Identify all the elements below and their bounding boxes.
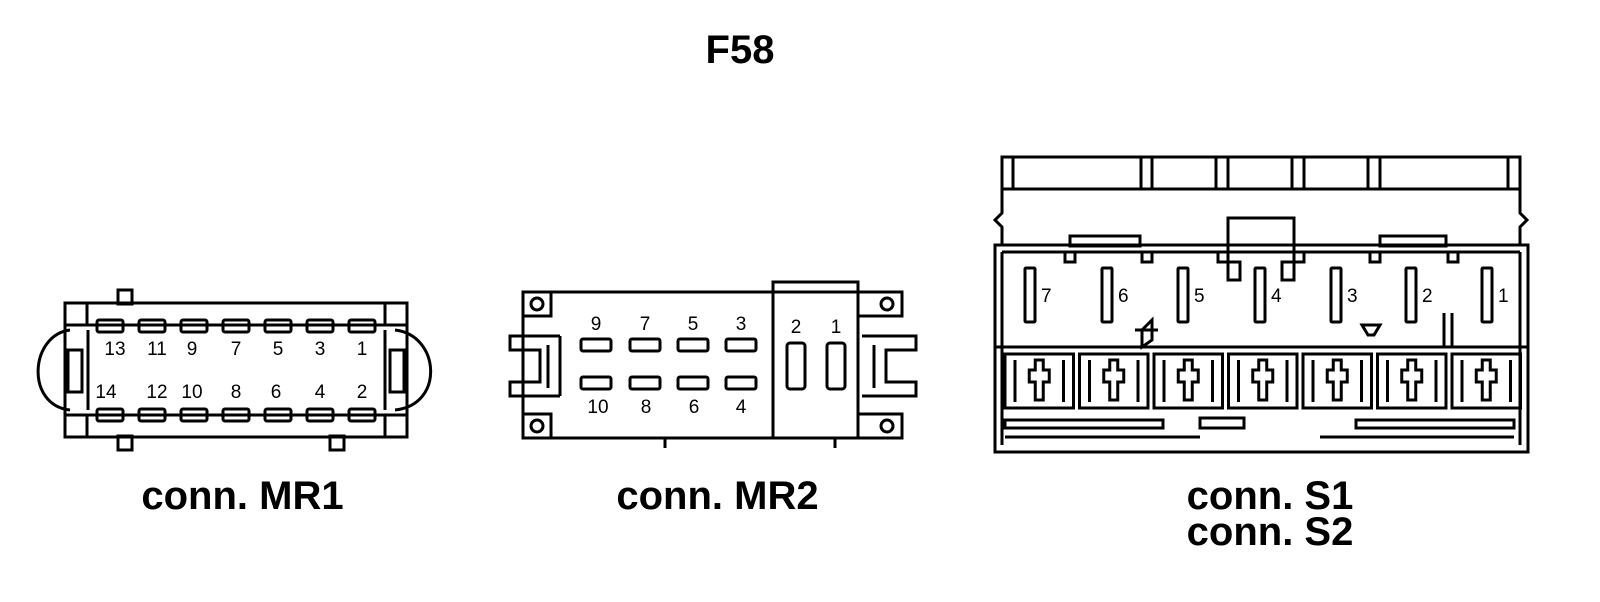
- terminal-cell: [1003, 352, 1075, 410]
- pin-label: 14: [95, 382, 117, 403]
- pin-label: 1: [357, 339, 368, 360]
- connector-mr2-caption: conn. MR2: [616, 474, 819, 518]
- pin-label: 7: [1041, 286, 1052, 307]
- pin-slot: [628, 337, 662, 353]
- pin-label: 5: [688, 314, 699, 335]
- connector-mr2-bottom-pin-labels: 10 8 6 4: [587, 397, 746, 418]
- connector-s-pin-labels: 7 6 5 4 3 2 1: [1041, 286, 1509, 307]
- pin-slot: [1480, 266, 1494, 324]
- pin-label: 1: [831, 317, 842, 338]
- pin-label: 6: [689, 397, 700, 418]
- connector-mr2-top-slots: [579, 337, 758, 353]
- pin-label: 5: [1194, 286, 1205, 307]
- pin-slot: [1329, 266, 1343, 324]
- pin-slot: [785, 341, 807, 391]
- pin-label: 9: [591, 314, 602, 335]
- connector-mr1-top-slots: [95, 318, 377, 334]
- pin-label: 6: [271, 382, 282, 403]
- connector-mr1-bottom-pin-labels: 14 12 10 8 6 4 2: [95, 382, 367, 403]
- connector-mr2-large-slots: [785, 341, 847, 391]
- pin-slot: [1023, 266, 1037, 324]
- pin-slot: [179, 318, 209, 334]
- pin-slot: [628, 375, 662, 391]
- pin-slot: [347, 318, 377, 334]
- connector-s2-caption: conn. S2: [1186, 510, 1354, 554]
- connector-mr1-body: [36, 288, 433, 452]
- terminal-cell: [1301, 352, 1373, 410]
- connector-s1-caption: conn. S1: [1186, 474, 1354, 518]
- terminal-cell: [1227, 352, 1299, 410]
- pin-slot: [95, 318, 125, 334]
- pin-slot: [221, 407, 251, 423]
- pin-label: 2: [357, 382, 368, 403]
- connector-mr1-bottom-slots: [95, 407, 377, 423]
- pin-slot: [724, 337, 758, 353]
- pin-slot: [179, 407, 209, 423]
- connector-s-caption: conn. S1 conn. S2: [1130, 474, 1410, 554]
- pin-slot: [305, 407, 335, 423]
- pin-slot: [263, 318, 293, 334]
- pin-slot: [825, 341, 847, 391]
- pin-slot: [1404, 266, 1418, 324]
- terminal-cell: [1450, 352, 1522, 410]
- pin-label: 2: [1422, 286, 1433, 307]
- pin-label: 10: [587, 397, 608, 418]
- pin-slot: [579, 337, 613, 353]
- connector-mr1-caption: conn. MR1: [141, 474, 344, 518]
- pin-label: 6: [1118, 286, 1129, 307]
- pin-label: 7: [231, 339, 242, 360]
- pin-slot: [137, 407, 167, 423]
- pin-label: 13: [104, 339, 125, 360]
- pin-label: 3: [736, 314, 747, 335]
- pin-label: 8: [231, 382, 242, 403]
- pin-label: 4: [736, 397, 747, 418]
- pin-slot: [305, 318, 335, 334]
- pin-label: 3: [1347, 286, 1358, 307]
- pin-slot: [95, 407, 125, 423]
- pin-slot: [676, 337, 710, 353]
- pin-label: 3: [315, 339, 326, 360]
- pin-slot: [263, 407, 293, 423]
- diagram-title: F58: [705, 28, 775, 72]
- connector-s-terminal-cells: [1003, 352, 1522, 410]
- pin-slot: [724, 375, 758, 391]
- pin-label: 9: [187, 339, 198, 360]
- connector-mr2-body: [508, 280, 918, 448]
- pin-label: 4: [1271, 286, 1282, 307]
- pin-label: 12: [146, 382, 167, 403]
- pin-slot: [579, 375, 613, 391]
- pin-label: 1: [1498, 286, 1509, 307]
- connector-s-pin-slots: [1023, 266, 1494, 324]
- pin-slot: [347, 407, 377, 423]
- pin-slot: [1176, 266, 1190, 324]
- pin-label: 2: [791, 317, 802, 338]
- pin-slot: [1253, 266, 1267, 324]
- pin-slot: [221, 318, 251, 334]
- terminal-cell: [1376, 352, 1448, 410]
- pin-slot: [137, 318, 167, 334]
- connector-mr2-top-pin-labels: 9 7 5 3: [591, 314, 747, 335]
- pin-label: 5: [273, 339, 284, 360]
- pin-label: 8: [641, 397, 652, 418]
- pin-slot: [676, 375, 710, 391]
- terminal-cell: [1078, 352, 1150, 410]
- pin-slot: [1100, 266, 1114, 324]
- pin-label: 4: [315, 382, 326, 403]
- connector-mr1-top-pin-labels: 13 11 9 7 5 3 1: [104, 339, 367, 360]
- pin-label: 11: [147, 339, 167, 360]
- terminal-cell: [1152, 352, 1224, 410]
- connector-mr2-bottom-slots: [579, 375, 758, 391]
- connector-s-body: [992, 155, 1530, 454]
- pin-label: 10: [181, 382, 202, 403]
- pin-label: 7: [640, 314, 651, 335]
